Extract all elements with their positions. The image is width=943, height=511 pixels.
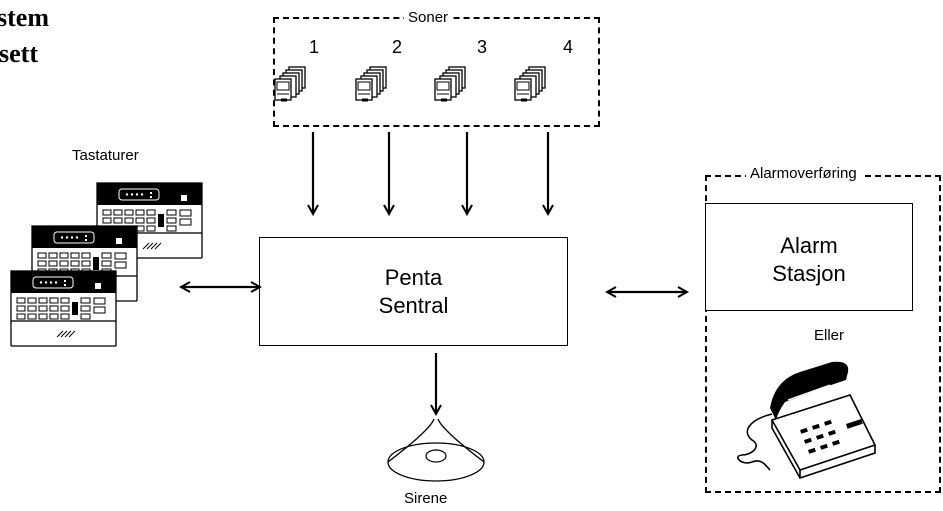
alarm-station-box: Alarm Stasjon bbox=[705, 203, 913, 311]
alarm-station-line-1: Alarm bbox=[780, 233, 838, 258]
penta-central-box: Penta Sentral bbox=[259, 237, 568, 346]
zone-1-sensors-icon bbox=[273, 65, 307, 102]
telephone-icon bbox=[737, 361, 877, 480]
siren-icon bbox=[387, 418, 485, 482]
zone-3-sensors-icon bbox=[433, 65, 467, 102]
zones-label: Soner bbox=[404, 9, 453, 26]
title-line-2: osett bbox=[0, 39, 38, 68]
siren-label: Sirene bbox=[404, 490, 448, 507]
zone-4-sensors-icon bbox=[513, 65, 547, 102]
alarm-transmission-label: Alarmoverføring bbox=[746, 165, 861, 182]
zone-number-3: 3 bbox=[477, 37, 488, 57]
keypads-label: Tastaturer bbox=[72, 147, 139, 164]
zone-2-sensors-icon bbox=[354, 65, 388, 102]
title-line-1: stem bbox=[0, 3, 49, 32]
page-title: stem osett bbox=[0, 0, 120, 72]
central-line-1: Penta bbox=[384, 265, 443, 290]
zone-number-2: 2 bbox=[392, 37, 403, 57]
or-label: Eller bbox=[814, 327, 845, 344]
keypad-front-icon bbox=[10, 270, 117, 347]
zone-number-4: 4 bbox=[563, 37, 574, 57]
zone-number-1: 1 bbox=[309, 37, 320, 57]
central-line-2: Sentral bbox=[378, 293, 449, 318]
alarm-station-line-2: Stasjon bbox=[772, 261, 846, 286]
